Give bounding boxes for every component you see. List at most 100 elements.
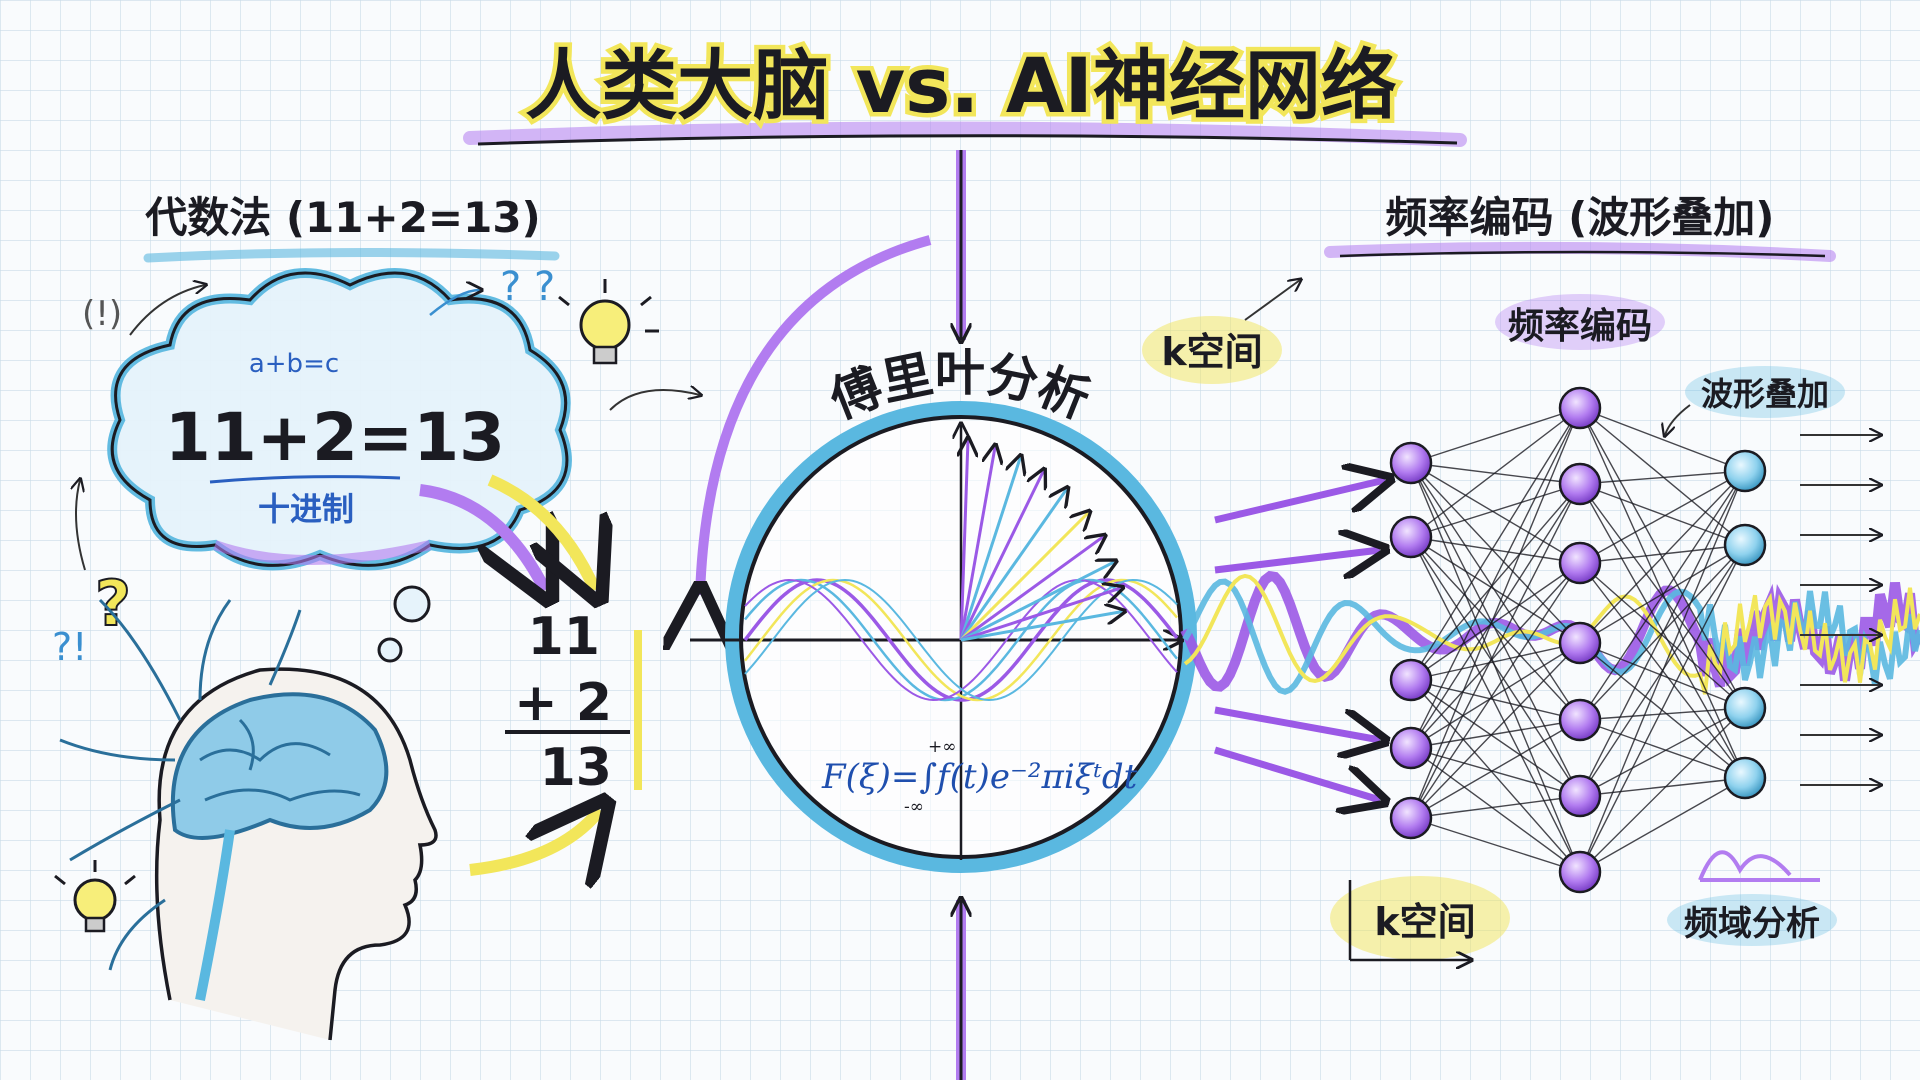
network-edge — [1410, 679, 1581, 873]
addition-result: 13 — [540, 738, 612, 798]
network-edge — [1579, 777, 1746, 873]
network-edge — [1579, 470, 1746, 644]
network-edge — [1410, 536, 1581, 721]
network-edge — [1410, 642, 1581, 681]
network-edge — [1579, 470, 1746, 485]
network-edge — [1410, 536, 1581, 873]
network-edge — [1410, 642, 1581, 749]
formula-upper-limit: +∞ — [928, 737, 956, 757]
fourier-formula: F(ξ)=∫f(t)e⁻²πiξᵗdt — [821, 757, 1138, 797]
network-edge — [1579, 470, 1746, 564]
vector-arrow — [959, 457, 1020, 641]
title-group: 人类大脑 vs. AI神经网络 — [463, 37, 1467, 147]
network-edge — [1410, 407, 1581, 749]
superposition-label: 波形叠加 — [1701, 375, 1829, 413]
fourier-circle — [690, 150, 1197, 1080]
network-edge — [1579, 777, 1746, 797]
cloud-rule: a+b=c — [249, 349, 339, 379]
network-edge — [1410, 407, 1581, 681]
network-edge — [1410, 462, 1581, 485]
network-edge — [1579, 470, 1746, 797]
network-node — [1389, 658, 1433, 702]
network-edge — [1410, 407, 1581, 538]
frequency-analysis-label: 频域分析 — [1684, 904, 1820, 944]
exclaim-mark: ?! — [52, 625, 87, 669]
vector-arrow — [960, 588, 1121, 642]
network-node — [1558, 698, 1602, 742]
lightbulb-icon — [558, 279, 659, 365]
cloud-base: 十进制 — [258, 490, 354, 528]
network-node — [1558, 462, 1602, 506]
network-node — [1389, 441, 1433, 485]
addend-bottom: + 2 — [514, 673, 612, 733]
network-edge — [1579, 707, 1746, 797]
network-node — [1558, 386, 1602, 430]
network-edge — [1410, 483, 1581, 538]
network-edge — [1579, 483, 1746, 546]
network-edge — [1579, 562, 1746, 709]
network-edge — [1579, 544, 1746, 644]
network-edge — [1410, 483, 1581, 681]
input-arrow — [1214, 706, 1380, 740]
kspace-label-bottom: k空间 — [1374, 900, 1475, 944]
network-edge — [1579, 407, 1746, 546]
network-edge — [1410, 462, 1581, 721]
network-node — [1558, 541, 1602, 585]
network-label: 频率编码 — [1508, 306, 1652, 347]
network-edge — [1579, 719, 1746, 779]
network-edge — [1579, 470, 1746, 873]
brain-head-icon — [59, 598, 438, 1041]
network-node — [1558, 850, 1602, 894]
vector-arrow — [959, 447, 995, 641]
network-edge — [1410, 747, 1581, 797]
network-edge — [1410, 719, 1581, 749]
waveform-trace — [1183, 573, 1920, 695]
addend-top: 11 — [528, 607, 600, 667]
right-heading: 频率编码 (波形叠加) — [1385, 193, 1774, 242]
network-edge — [1410, 407, 1581, 464]
network-node — [1558, 621, 1602, 665]
network-edge — [1410, 747, 1581, 873]
kspace-label-top: k空间 — [1161, 330, 1262, 374]
network-edge — [1579, 483, 1746, 779]
network-edge — [1410, 407, 1581, 819]
vector-arrow — [960, 537, 1103, 642]
network-node — [1389, 515, 1433, 559]
sine-wave — [743, 578, 1179, 702]
network-node — [1389, 726, 1433, 770]
vector-arrow — [960, 562, 1114, 642]
network-edge — [1410, 562, 1581, 681]
network-edge — [1410, 462, 1581, 644]
input-arrow — [1214, 550, 1380, 570]
network-node — [1723, 449, 1767, 493]
network-edge — [1410, 562, 1581, 749]
question-marks: ? ? — [500, 264, 555, 310]
vector-arrow — [959, 471, 1043, 641]
network-edge — [1579, 642, 1746, 779]
network-node — [1558, 774, 1602, 818]
input-arrow — [1213, 746, 1380, 800]
network-edge — [1579, 470, 1746, 721]
network-edge — [1579, 407, 1746, 779]
network-node — [1723, 523, 1767, 567]
network-edge — [1410, 795, 1581, 819]
network-edge — [1410, 679, 1581, 797]
network-edge — [1410, 483, 1581, 819]
network-edge — [1579, 544, 1746, 873]
network-edge — [1410, 642, 1581, 819]
network-node — [1389, 796, 1433, 840]
network-edge — [1410, 536, 1581, 644]
vector-arrow — [959, 489, 1067, 641]
network-node — [1723, 686, 1767, 730]
network-edge — [1579, 707, 1746, 873]
vector-arrow — [961, 440, 968, 641]
network-edge — [1410, 562, 1581, 819]
network-edge — [1410, 817, 1581, 873]
network-edge — [1579, 707, 1746, 721]
network-edge — [1410, 483, 1581, 749]
vector-arrow — [960, 612, 1123, 642]
network-edge — [1410, 536, 1581, 797]
network-edge — [1410, 719, 1581, 819]
vector-arrow — [959, 513, 1088, 642]
